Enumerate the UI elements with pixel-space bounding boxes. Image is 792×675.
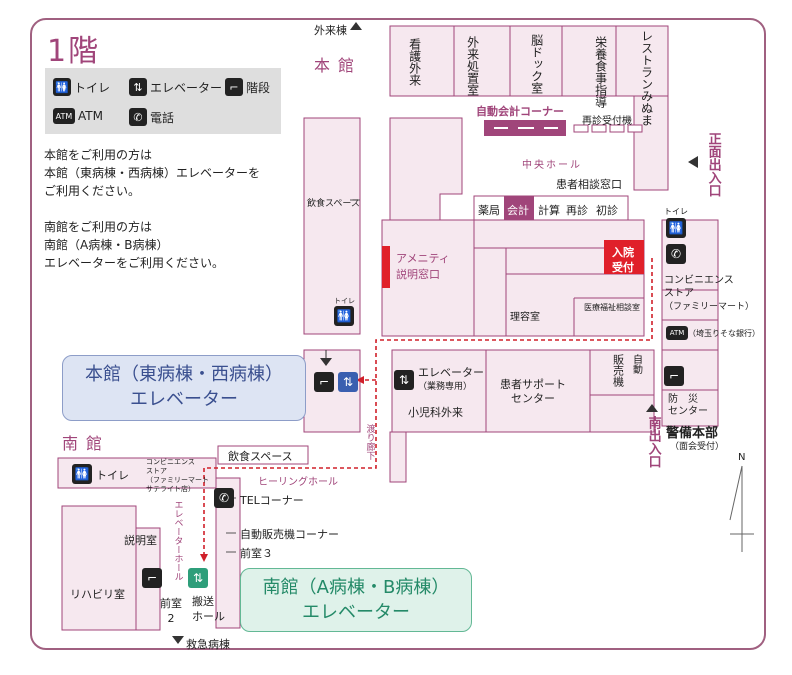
corridor-label: 渡り廊下	[364, 424, 375, 460]
atm-icon: ATM	[666, 326, 688, 340]
amenity-label-1: アメニティ	[396, 252, 450, 265]
counter-first: 初診	[596, 204, 618, 217]
toilet-icon: 🚻	[666, 218, 686, 238]
barber-label: 理容室	[510, 312, 540, 323]
main-building-label: 本館	[314, 56, 363, 75]
vending-auto-label: 自動	[630, 354, 642, 374]
top-rooms-block	[389, 25, 669, 97]
counter-block	[473, 219, 645, 337]
admission-label-1: 入院	[612, 246, 634, 259]
pediatric-label: 小児科外来	[408, 406, 463, 419]
emergency-ward-label: 救急病棟	[186, 638, 230, 651]
admission-label-2: 受付	[612, 261, 634, 274]
toilet-icon: 🚻	[334, 306, 354, 326]
auto-payment-label: 自動会計コーナー	[476, 105, 564, 118]
stairs-icon: ⌐	[225, 78, 243, 96]
elevator-icon: ⇅	[188, 568, 208, 588]
legend-stairs: ⌐ 階段	[225, 78, 270, 96]
legend: 🚻 トイレ ⇅ エレベーター ⌐ 階段 ATM ATM ✆ 電話	[45, 68, 281, 134]
route-south	[203, 258, 653, 556]
atm-bank-label: （埼玉りそな銀行）	[688, 329, 760, 338]
anteroom3-label: 前室３	[240, 547, 273, 560]
map-frame	[30, 18, 766, 650]
admission-box	[604, 240, 644, 274]
conbini-main-label: コンビニエンス ストア （ファミリーマート）	[664, 275, 755, 312]
right-column-bottom	[661, 349, 719, 427]
toilet-icon: 🚻	[72, 464, 92, 484]
vending-label: 販売機	[611, 354, 625, 387]
toilet-right-label: トイレ	[664, 207, 688, 216]
elevator-staff-label: エレベーター（業務専用）	[418, 366, 484, 392]
elevator-icon: ⇅	[129, 78, 147, 96]
dining-main-label: 飲食スペース	[307, 199, 360, 209]
counter-reexam: 再診	[566, 204, 588, 217]
room-brain-dock: 脳ドック室	[529, 34, 544, 94]
toilet-south-label: トイレ	[96, 469, 129, 482]
stairs-icon: ⌐	[314, 372, 334, 392]
stairs-icon: ⌐	[142, 568, 162, 588]
link-block	[389, 431, 407, 483]
atm-icon: ATM	[53, 108, 75, 124]
north-label: N	[738, 452, 746, 463]
phone-icon: ✆	[214, 488, 234, 508]
usage-note: 本館をご利用の方は本館（東病棟・西病棟）エレベーターをご利用ください。 南館をご…	[44, 148, 261, 270]
arrow-left-icon	[688, 156, 698, 168]
healing-hall-label: ヒーリングホール	[258, 477, 338, 488]
tel-corner-label: TELコーナー	[240, 494, 304, 507]
south-building-label: 南館	[62, 434, 111, 453]
welfare-label: 医療福祉相談室	[584, 303, 640, 312]
consult-window-label: 患者相談窓口	[556, 178, 622, 191]
floor-title: 1階	[47, 34, 101, 69]
callout-main-elevator: 本館（東病棟・西病棟）エレベーター	[62, 355, 306, 421]
security-main-label: 警備本部	[666, 426, 719, 441]
central-hall-label: 中央ホール	[522, 160, 582, 171]
front-entrance-label: 正面出入口	[705, 132, 721, 197]
outpatient-building-label: 外来棟	[314, 24, 347, 37]
stairs-icon: ⌐	[664, 366, 684, 386]
room-nutrition: 栄養食事指導	[593, 36, 608, 108]
toilet-icon: 🚻	[53, 78, 71, 96]
elevator-icon: ⇅	[394, 370, 414, 390]
counter-payment: 会計	[507, 204, 529, 217]
main-left-block	[303, 117, 361, 335]
right-wall	[633, 95, 669, 191]
legend-toilet: 🚻 トイレ	[53, 78, 110, 96]
room-nursing: 看護外来	[407, 38, 422, 86]
counter-calc: 計算	[538, 204, 560, 217]
north-arrow-icon	[729, 465, 754, 552]
room-treatment: 外来処置室	[465, 36, 480, 96]
callout-south-elevator: 南館（A病棟・B病棟）エレベーター	[240, 568, 472, 632]
legend-elevator: ⇅ エレベーター	[129, 78, 222, 96]
arrow-up-icon	[350, 22, 362, 30]
dining-south-label: 飲食スペース	[228, 450, 293, 463]
amenity-red-bar	[382, 246, 390, 288]
legend-atm: ATM ATM	[53, 108, 103, 124]
middle-block	[391, 349, 655, 433]
arrow-down-icon	[172, 636, 184, 644]
reexam-machine-label: 再診受付機	[582, 116, 632, 127]
patient-support-label: 患者サポートセンター	[500, 378, 566, 405]
room-restaurant: レストランみぬま	[639, 30, 654, 126]
conbini-south-label: コンビニエンス ストア （ファミリーマート サテライト店）	[146, 458, 209, 493]
counter-pharmacy: 薬局	[478, 204, 500, 217]
security-sub-label: （面会受付）	[670, 442, 725, 452]
transport-hall-label: 搬送ホール	[192, 595, 225, 623]
rehab-label: リハビリ室	[70, 588, 125, 601]
phone-icon: ✆	[666, 244, 686, 264]
vending-corner-label: 自動販売機コーナー	[240, 528, 339, 541]
elevator-icon: ⇅	[338, 372, 358, 392]
explain-room-label: 説明室	[124, 534, 157, 547]
toilet-small-label: トイレ	[334, 297, 355, 305]
legend-phone: ✆ 電話	[129, 108, 174, 126]
disaster-center-label: 防 災センター	[668, 394, 708, 417]
amenity-block	[381, 219, 475, 337]
amenity-label-2: 説明窓口	[396, 268, 440, 281]
south-entrance-label: 南出入口	[645, 416, 661, 468]
elevator-hall-label: エレベーターホール	[172, 500, 183, 581]
phone-icon: ✆	[129, 108, 147, 126]
